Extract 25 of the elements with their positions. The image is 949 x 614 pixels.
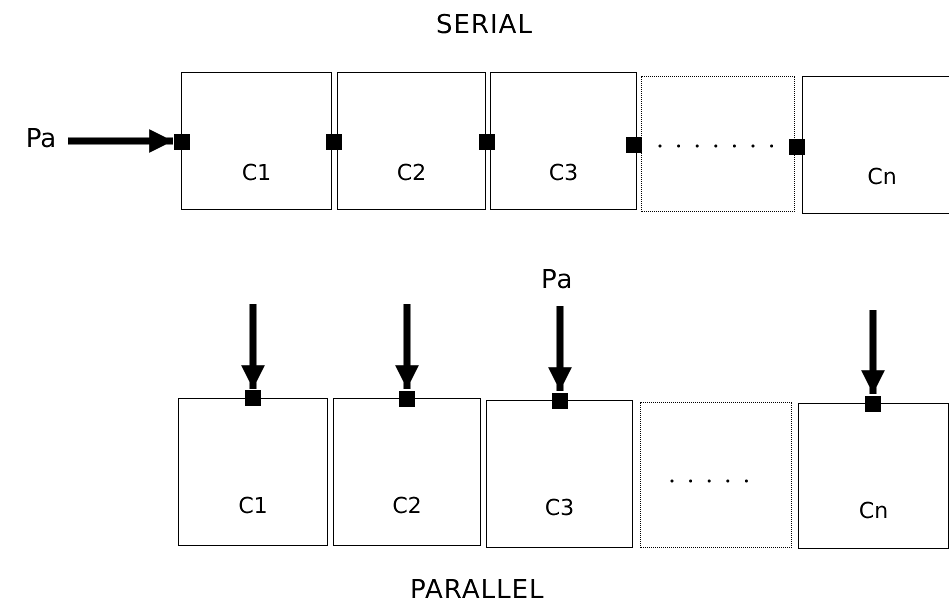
component-label: C3 [544, 496, 576, 521]
component-label: C2 [396, 161, 428, 186]
arrow [548, 306, 572, 391]
component-label: Cn [858, 499, 890, 524]
arrow [68, 129, 173, 153]
section-title: SERIAL [436, 10, 533, 40]
component-box [337, 72, 486, 210]
component-box [178, 398, 328, 546]
component-box [181, 72, 332, 210]
component-label: Cn [866, 165, 898, 190]
arrow [395, 304, 419, 389]
input-label: Pa [24, 124, 58, 154]
section-title: PARALLEL [410, 575, 544, 605]
component-box [486, 400, 633, 548]
placeholder-box [640, 402, 792, 548]
component-label: C3 [548, 161, 580, 186]
input-label: Pa [541, 265, 574, 295]
arrow [241, 304, 265, 389]
arrow [861, 310, 885, 394]
component-box [798, 403, 949, 549]
component-box [490, 72, 637, 210]
component-label: C1 [240, 161, 272, 186]
component-label: C2 [391, 494, 423, 519]
component-label: C1 [237, 494, 269, 519]
component-box [333, 398, 481, 546]
